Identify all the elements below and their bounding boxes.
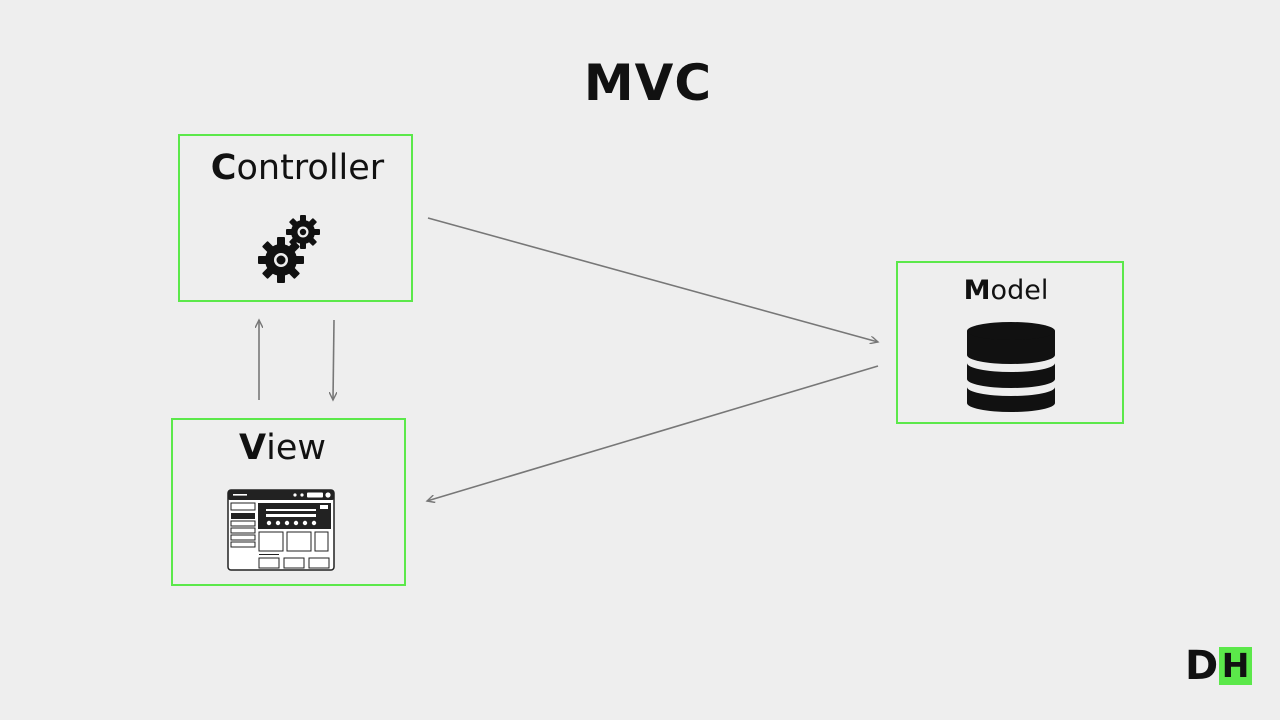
arrow-model-to-view	[427, 365, 879, 501]
view-label: View	[167, 428, 398, 468]
view-label-rest: iew	[266, 428, 326, 468]
controller-label: Controller	[182, 148, 413, 188]
controller-label-lead: C	[210, 148, 237, 188]
controller-node: Controller	[178, 134, 413, 302]
dh-logo: D H	[1185, 643, 1252, 689]
model-label-lead: M	[963, 275, 991, 306]
logo-letter-h: H	[1219, 647, 1252, 685]
model-node: Model	[896, 261, 1124, 424]
arrow-controller-to-view	[333, 319, 334, 400]
database-icon	[967, 322, 1055, 412]
browser-window-icon	[227, 489, 335, 571]
model-label-rest: odel	[990, 275, 1049, 306]
arrow-controller-to-model	[427, 217, 878, 342]
controller-label-rest: ontroller	[236, 148, 385, 188]
gears-icon	[258, 215, 320, 283]
view-node: View	[171, 418, 406, 586]
logo-letter-d: D	[1185, 643, 1219, 689]
diagram-title: MVC	[583, 54, 713, 112]
model-label: Model	[894, 275, 1118, 306]
view-label-lead: V	[239, 428, 267, 468]
